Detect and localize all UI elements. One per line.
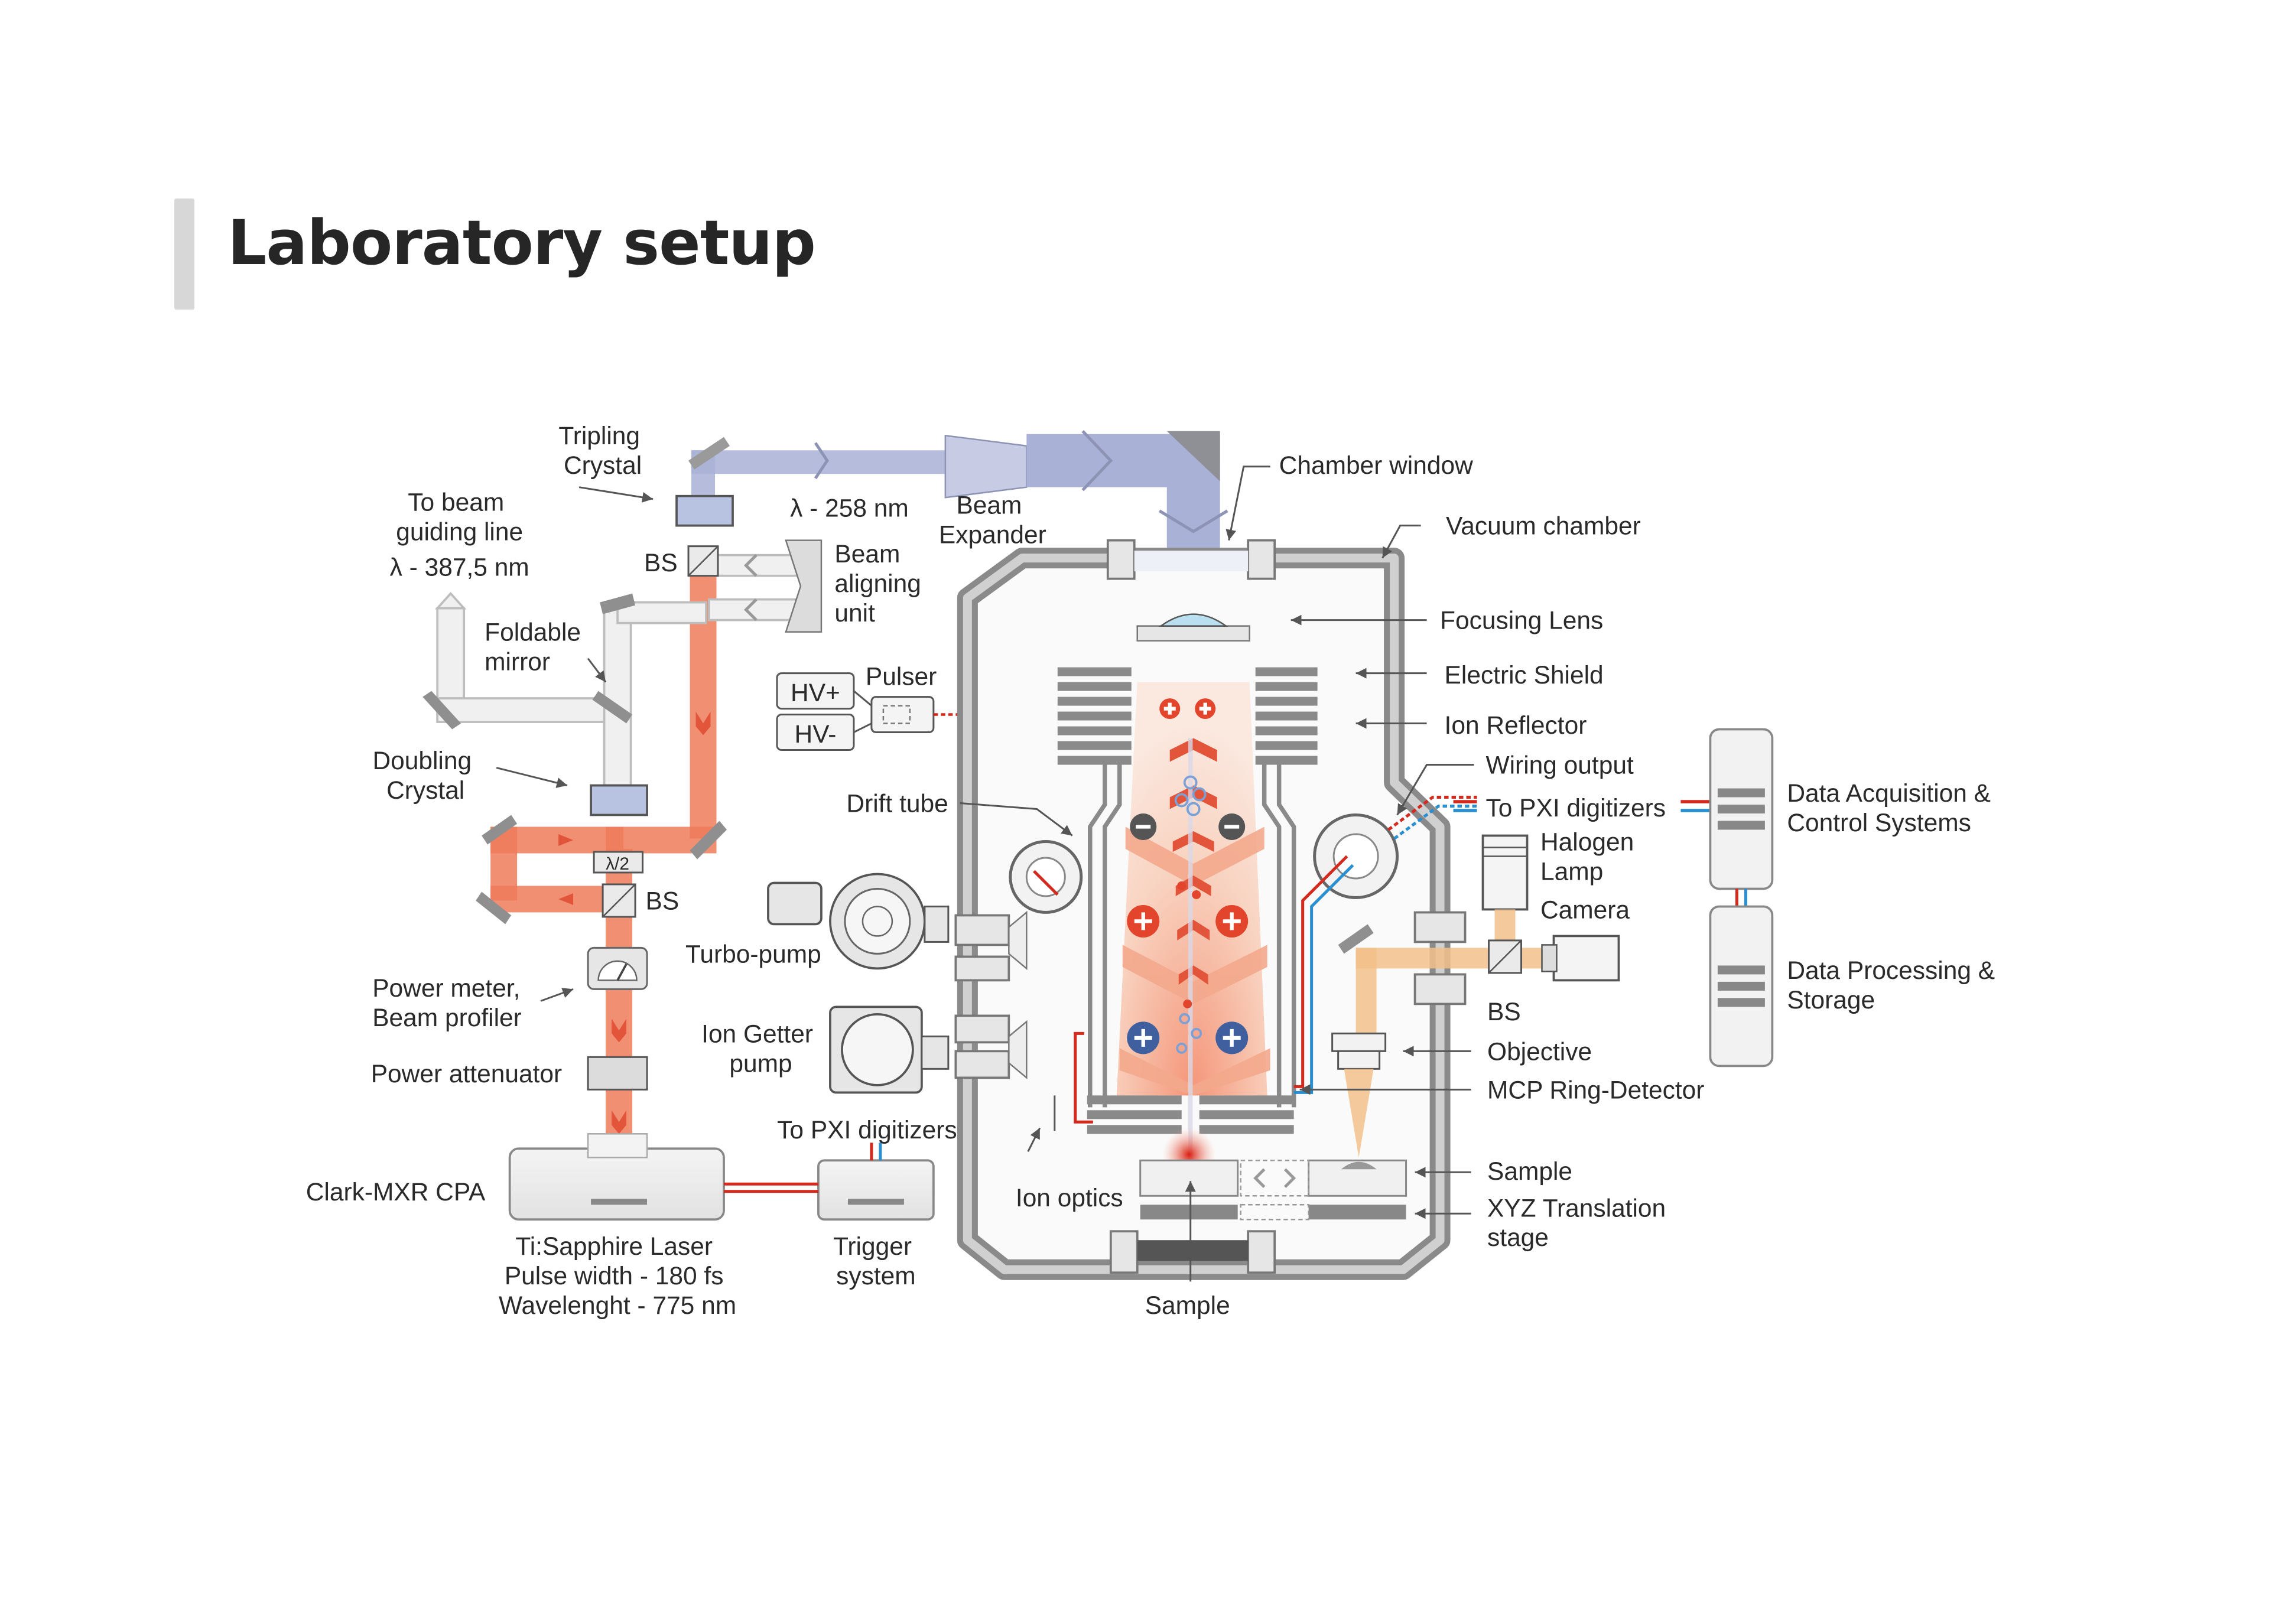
- plume-chevrons: [1119, 826, 1270, 1096]
- data-acquisition-box: [1709, 728, 1774, 890]
- data-processing-label: Data Processing & Storage: [1787, 957, 2002, 1014]
- focusing-lens: [1136, 613, 1250, 642]
- lambda-387-label: λ - 387,5 nm: [390, 554, 529, 582]
- mirror-mid-right: [690, 821, 727, 860]
- focusing-lens-label: Focusing Lens: [1440, 607, 1603, 635]
- mcp-wire-red: [1074, 1031, 1093, 1124]
- trigger-system-box: [817, 1159, 935, 1221]
- turbo-pump: [767, 873, 1028, 971]
- objective-label: Objective: [1487, 1038, 1592, 1066]
- ti-sapphire-laser: [508, 1133, 725, 1221]
- bs-mid-label: BS: [646, 887, 680, 915]
- mirror-left-top: [422, 691, 461, 730]
- foldable-mirror: [592, 691, 633, 724]
- trigger-pxi-wire: [870, 1143, 882, 1161]
- wiring-output-flange: [1313, 813, 1399, 899]
- pulser-box: [870, 696, 935, 734]
- bs-top-label: BS: [644, 549, 678, 577]
- half-wave-plate: [593, 851, 644, 874]
- doubling-crystal: [590, 784, 648, 816]
- leader-lines: [496, 466, 1474, 1282]
- data-acq-proc-link: [1735, 889, 1747, 907]
- to-pxi-digitizers-right-label: To PXI digitizers: [1486, 795, 1666, 822]
- half-wave-label: λ/2: [606, 854, 629, 874]
- camera: [1541, 935, 1620, 982]
- wiring-output-blue: [1393, 805, 1477, 840]
- ion-getter-pump-label: Ion Getter pump: [701, 1020, 820, 1078]
- doubling-crystal-label: Doubling Crystal: [372, 747, 478, 805]
- beam-aligning-unit: [743, 539, 823, 633]
- laser-info-label: Ti:Sapphire Laser Pulse width - 180 fs W…: [499, 1233, 736, 1320]
- mirror-upper-fold: [600, 593, 636, 614]
- clark-mxr-label: Clark-MXR CPA: [306, 1179, 486, 1206]
- ion-getter-pump: [829, 1005, 1028, 1094]
- beam-expander-label: Beam Expander: [939, 492, 1046, 549]
- mirror-left-a: [482, 815, 518, 845]
- lambda-258-label: λ - 258 nm: [790, 495, 909, 523]
- pxi-wires-right: [1453, 800, 1711, 812]
- halogen-lamp-label: Halogen Lamp: [1540, 828, 1641, 886]
- objective: [1331, 1032, 1387, 1158]
- vacuum-chamber-label: Vacuum chamber: [1446, 513, 1641, 541]
- to-pxi-digitizers-bottom-label: To PXI digitizers: [777, 1117, 957, 1144]
- to-beam-guiding-line-label: To beam guiding line: [396, 489, 523, 546]
- mirror-top-left: [688, 437, 730, 470]
- laser-trigger-wire: [724, 1182, 818, 1193]
- ion-reflector: [1057, 667, 1318, 765]
- tripling-crystal-label: Tripling Crystal: [558, 422, 646, 480]
- page-title: Laboratory setup: [227, 207, 816, 279]
- mcp-ring-detector-label: MCP Ring-Detector: [1487, 1076, 1704, 1104]
- mcp-wire-right-red: [1293, 855, 1348, 1088]
- halogen-lamp: [1481, 834, 1529, 911]
- camera-mirror: [1338, 924, 1374, 954]
- drift-tube-label: Drift tube: [846, 790, 948, 818]
- sample-right-label: Sample: [1487, 1158, 1572, 1186]
- sample-bottom-label: Sample: [1145, 1292, 1230, 1320]
- electric-shield-label: Electric Shield: [1445, 662, 1604, 689]
- left-flange: [1009, 839, 1083, 914]
- trigger-system-label: Trigger system: [833, 1233, 919, 1290]
- drift-tube-walls: [1088, 764, 1296, 1108]
- beam-aligning-unit-label: Beam aligning unit: [834, 541, 928, 627]
- mcp-ring-detector: [1087, 1095, 1294, 1134]
- data-processing-box: [1709, 905, 1774, 1068]
- camera-label: Camera: [1540, 896, 1630, 924]
- labels: Tripling Crystal To beam guiding line λ …: [306, 422, 2002, 1320]
- xyz-translation-stage: [1139, 1159, 1407, 1221]
- white-beam-path: [434, 554, 799, 787]
- power-meter-label: Power meter, Beam profiler: [372, 975, 527, 1032]
- xyz-stage-label: XYZ Translation stage: [1487, 1195, 1673, 1252]
- power-attenuator: [587, 1056, 648, 1091]
- hv-plus-label: HV+: [791, 679, 840, 707]
- chamber-window-label: Chamber window: [1279, 452, 1473, 480]
- turbo-pump-label: Turbo-pump: [685, 940, 821, 968]
- wiring-output-label: Wiring output: [1486, 752, 1634, 780]
- title-accent-bar: [174, 198, 194, 310]
- hv-minus-label: HV-: [795, 721, 837, 748]
- tripling-crystal: [675, 494, 734, 527]
- pulser-label: Pulser: [866, 663, 937, 691]
- data-acquisition-label: Data Acquisition & Control Systems: [1787, 780, 1997, 837]
- bs-right-label: BS: [1487, 998, 1521, 1026]
- ions: [1127, 698, 1249, 1055]
- mirror-left-b: [476, 891, 512, 925]
- wiring-output-red: [1387, 796, 1477, 831]
- camera-beam: [1355, 948, 1555, 969]
- power-meter: [587, 946, 648, 990]
- ion-optics-label: Ion optics: [1016, 1184, 1123, 1212]
- ion-reflector-label: Ion Reflector: [1445, 712, 1587, 740]
- foldable-mirror-label: Foldable mirror: [485, 619, 588, 676]
- power-attenuator-label: Power attenuator: [371, 1060, 562, 1088]
